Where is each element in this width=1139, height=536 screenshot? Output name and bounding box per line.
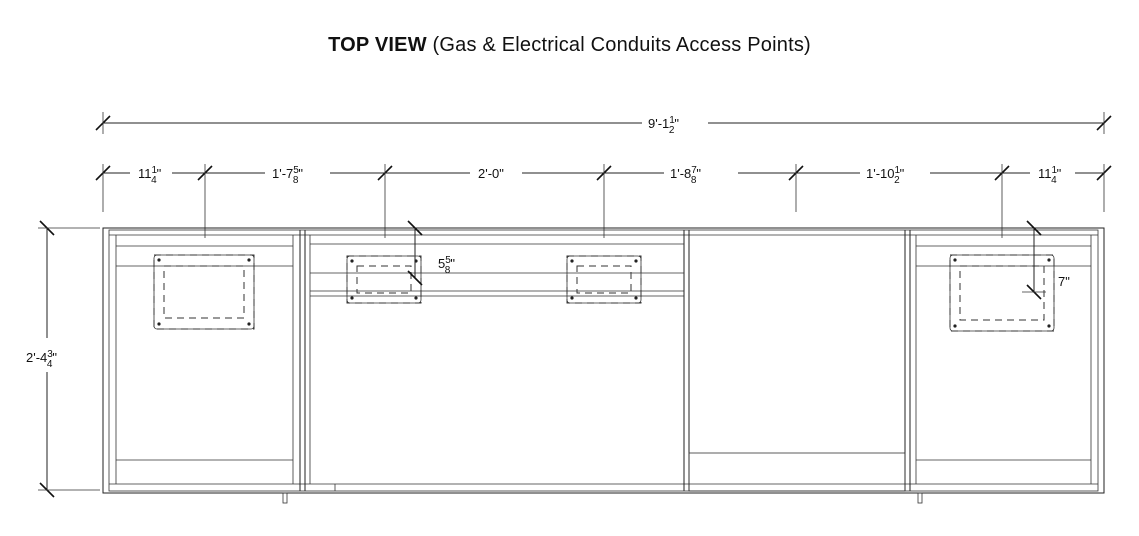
svg-text:9'-112": 9'-112" bbox=[648, 115, 679, 136]
dim-inset-b: 7" bbox=[1058, 274, 1070, 289]
cabinet-outline bbox=[102, 227, 1105, 494]
title-main: TOP VIEW bbox=[328, 34, 427, 56]
drawing-title: TOP VIEW (Gas & Electrical Conduits Acce… bbox=[0, 34, 1139, 57]
access-point-left bbox=[153, 254, 255, 330]
title-subtitle: (Gas & Electrical Conduits Access Points… bbox=[432, 34, 811, 56]
right-cabinet-section bbox=[915, 235, 1092, 504]
access-point-center-left bbox=[346, 255, 422, 304]
open-bay-section bbox=[688, 452, 906, 492]
dim-seg3: 2'-0" bbox=[478, 166, 504, 181]
center-cabinet-section bbox=[309, 235, 684, 491]
left-cabinet-section bbox=[115, 235, 294, 504]
inset-dimension-b: 7" bbox=[1022, 220, 1070, 300]
access-point-right bbox=[949, 254, 1055, 332]
access-point-center-right bbox=[566, 255, 642, 304]
